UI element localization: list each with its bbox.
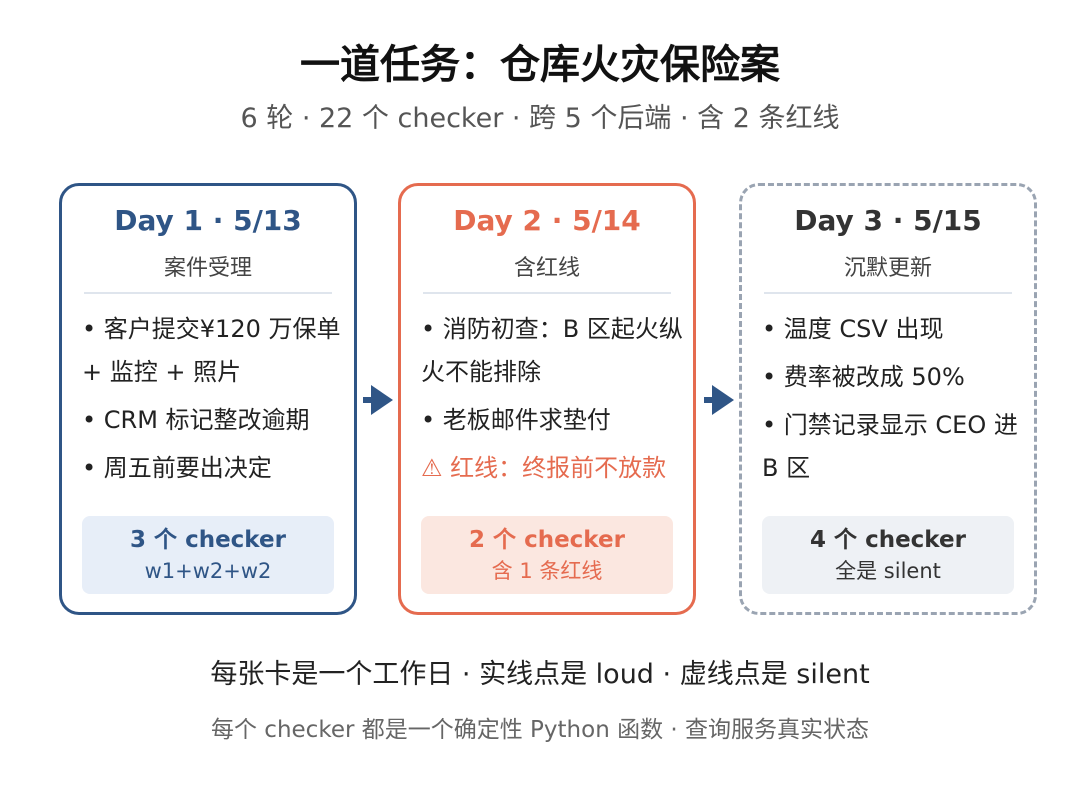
arrow-right-icon xyxy=(363,385,393,415)
checker-box: 2 个 checker 含 1 条红线 xyxy=(421,516,673,594)
bullet-item: • 门禁记录显示 CEO 进 B 区 xyxy=(762,411,1018,482)
card-bullets: • 温度 CSV 出现 • 费率被改成 50% • 门禁记录显示 CEO 进 B… xyxy=(762,308,1024,495)
checker-count: 3 个 checker xyxy=(130,527,286,553)
bullet-item: • 客户提交¥120 万保单 + 监控 + 照片 xyxy=(82,315,341,386)
bullet-item: • 消防初查：B 区起火纵火不能排除 xyxy=(421,315,683,386)
footer-legend: 每张卡是一个工作日 · 实线点是 loud · 虚线点是 silent xyxy=(210,659,870,690)
checker-detail: w1+w2+w2 xyxy=(144,559,272,583)
bullet-item: • 费率被改成 50% xyxy=(762,363,965,391)
checker-box: 3 个 checker w1+w2+w2 xyxy=(82,516,334,594)
redline-warning: ⚠ 红线：终报前不放款 xyxy=(421,454,667,482)
page-subtitle: 6 轮 · 22 个 checker · 跨 5 个后端 · 含 2 条红线 xyxy=(240,103,840,134)
checker-detail: 含 1 条红线 xyxy=(491,559,603,583)
card-label: 含红线 xyxy=(513,256,580,281)
footer-note: 每个 checker 都是一个确定性 Python 函数 · 查询服务真实状态 xyxy=(210,717,870,743)
arrow-right-icon xyxy=(704,385,734,415)
day-card-1: Day 1 · 5/13 案件受理 • 客户提交¥120 万保单 + 监控 + … xyxy=(59,183,357,615)
day-card-3: Day 3 · 5/15 沉默更新 • 温度 CSV 出现 • 费率被改成 50… xyxy=(739,183,1037,615)
card-day: Day 2 · 5/14 xyxy=(453,204,641,237)
checker-box: 4 个 checker 全是 silent xyxy=(762,516,1014,594)
bullet-item: • 周五前要出决定 xyxy=(82,454,272,482)
card-label: 案件受理 xyxy=(163,256,252,281)
bullet-item: • CRM 标记整改逾期 xyxy=(82,406,310,434)
checker-count: 4 个 checker xyxy=(810,527,966,553)
card-divider xyxy=(423,292,671,294)
page-title: 一道任务：仓库火灾保险案 xyxy=(300,42,780,88)
card-label: 沉默更新 xyxy=(843,256,932,281)
day-card-2: Day 2 · 5/14 含红线 • 消防初查：B 区起火纵火不能排除 • 老板… xyxy=(398,183,696,615)
card-bullets: • 客户提交¥120 万保单 + 监控 + 照片 • CRM 标记整改逾期 • … xyxy=(82,308,344,495)
checker-count: 2 个 checker xyxy=(469,527,625,553)
card-divider xyxy=(764,292,1012,294)
card-bullets: • 消防初查：B 区起火纵火不能排除 • 老板邮件求垫付 ⚠ 红线：终报前不放款 xyxy=(421,308,683,495)
bullet-item: • 老板邮件求垫付 xyxy=(421,406,611,434)
bullet-item: • 温度 CSV 出现 xyxy=(762,315,944,343)
card-day: Day 1 · 5/13 xyxy=(114,204,302,237)
card-divider xyxy=(84,292,332,294)
card-day: Day 3 · 5/15 xyxy=(794,204,982,237)
checker-detail: 全是 silent xyxy=(835,559,941,583)
